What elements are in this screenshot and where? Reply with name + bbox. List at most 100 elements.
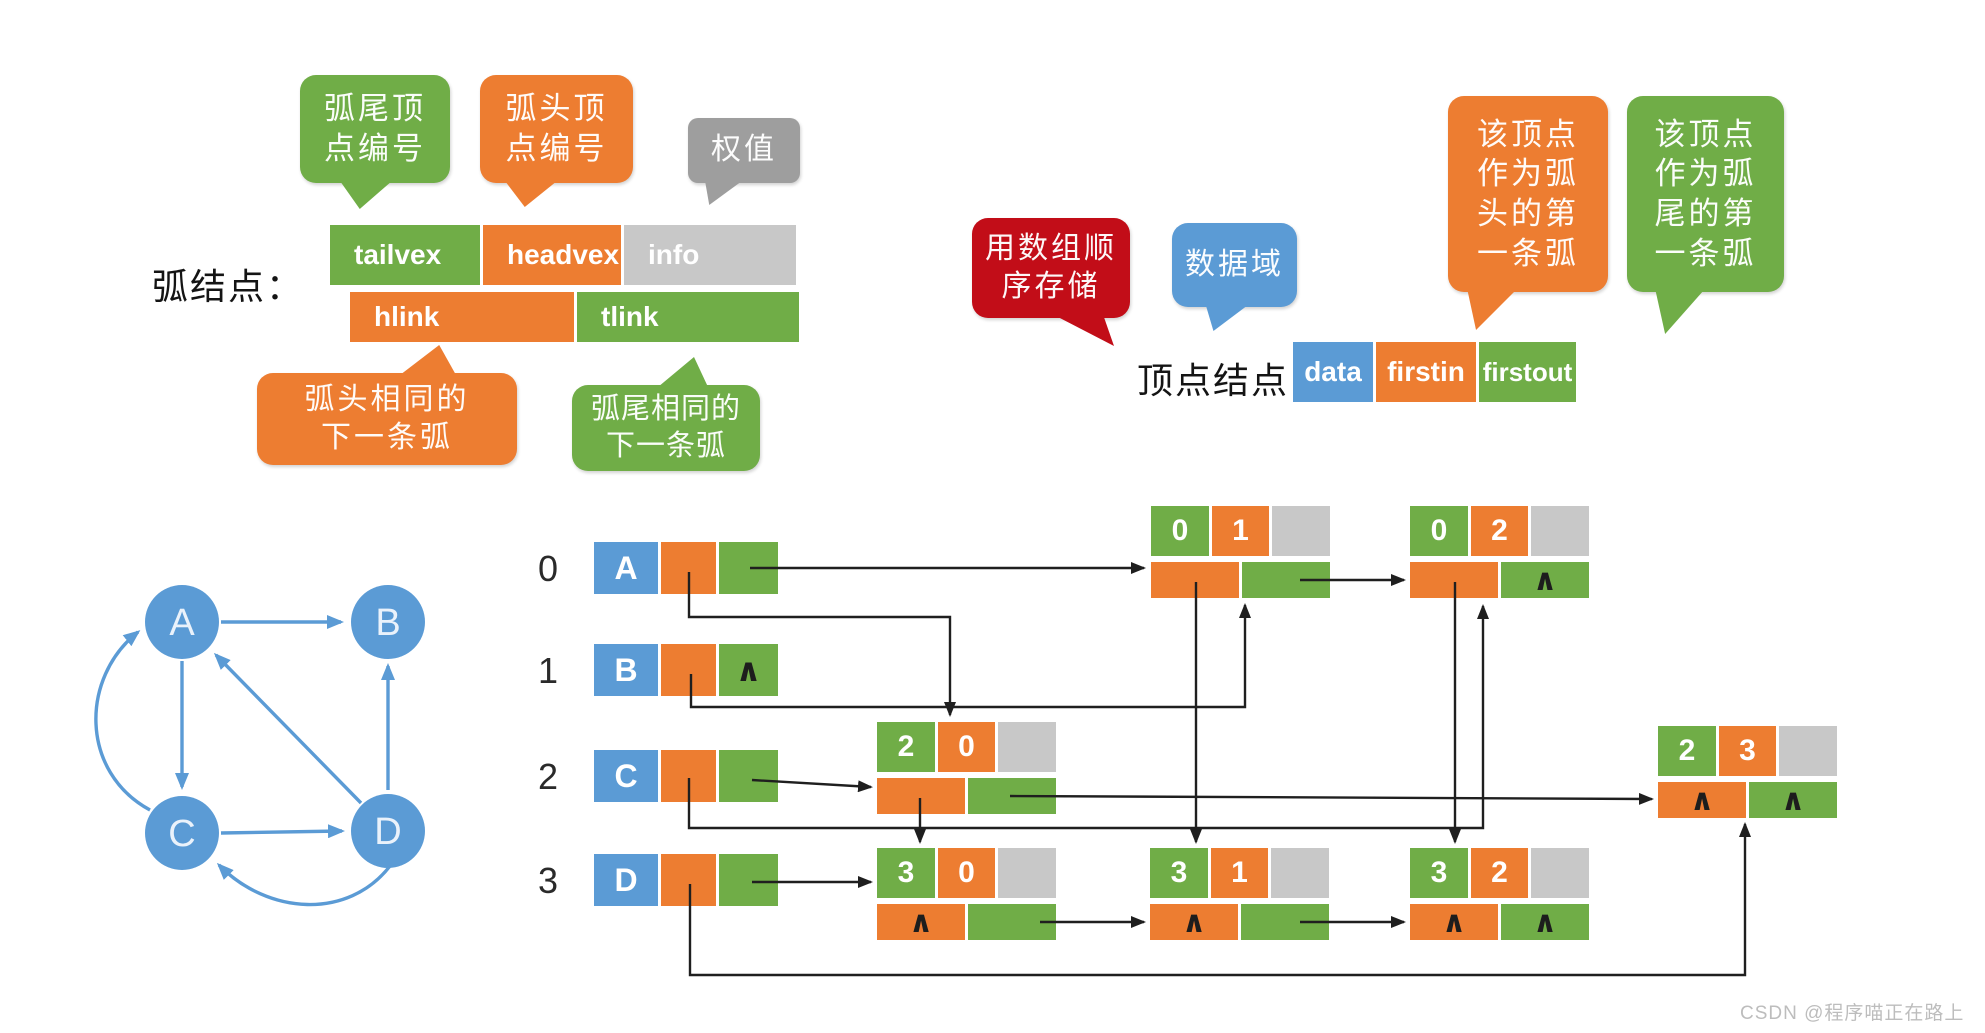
hlink-field: hlink <box>350 292 574 342</box>
edge-C-D <box>220 824 345 839</box>
hlink-cell <box>1410 562 1498 598</box>
arc-node-2-3: 2 3 ∧ ∧ <box>1658 726 1837 818</box>
vertex-row-A: A <box>594 542 778 594</box>
bubble-arc-head-vertex-tail <box>505 181 557 207</box>
bubble-arc-tail-vertex: 弧尾顶 点编号 <box>300 75 450 183</box>
graph-node-B <box>351 585 425 659</box>
info-cell <box>1272 506 1330 556</box>
edge-D-C <box>216 862 392 907</box>
bubble-data-note: 数据域 <box>1172 223 1297 307</box>
hlink-cell: ∧ <box>877 904 965 940</box>
vertex-firstin-cell <box>661 542 716 594</box>
hlink-cell: ∧ <box>1658 782 1746 818</box>
edge-C-A <box>94 630 151 812</box>
graph-node-D <box>351 794 425 868</box>
vertex-firstout-cell: ∧ <box>719 644 778 696</box>
tlink-cell <box>968 904 1056 940</box>
tlink-cell: ∧ <box>1501 562 1589 598</box>
graph-node-B-label: B <box>375 602 400 644</box>
vertex-firstout-cell <box>719 854 778 906</box>
info-cell <box>998 848 1056 898</box>
graph-node-D-label: D <box>374 811 401 853</box>
arc-struct-row1: tailvex headvex info <box>330 225 796 285</box>
bubble-hlink-note-tail <box>400 345 456 375</box>
tlink-cell: ∧ <box>1749 782 1837 818</box>
bubble-weight: 权值 <box>688 118 800 183</box>
headvex-cell: 2 <box>1471 506 1528 556</box>
vertex-struct-row: data firstin firstout <box>1293 342 1576 402</box>
bubble-storage-note-tail <box>1056 316 1114 346</box>
bubble-firstout-note: 该顶点 作为弧 尾的第 一条弧 <box>1627 96 1784 292</box>
graph-node-A <box>145 585 219 659</box>
vertex-data-cell: B <box>594 644 658 696</box>
bubble-weight-tail <box>705 181 742 205</box>
arc-node-3-1: 3 1 ∧ <box>1150 848 1329 940</box>
bubble-firstin-note: 该顶点 作为弧 头的第 一条弧 <box>1448 96 1608 292</box>
headvex-cell: 3 <box>1719 726 1776 776</box>
hlink-cell <box>1151 562 1239 598</box>
tlink-cell <box>1241 904 1329 940</box>
bubble-arc-tail-vertex-tail <box>340 181 392 209</box>
info-cell <box>1779 726 1837 776</box>
vertex-row-C: C <box>594 750 778 802</box>
vertex-data-cell: C <box>594 750 658 802</box>
hlink-cell: ∧ <box>1150 904 1238 940</box>
edge-D-A <box>213 652 363 805</box>
info-cell <box>1271 848 1329 898</box>
info-cell <box>1531 848 1589 898</box>
bubble-arc-head-vertex: 弧头顶 点编号 <box>480 75 633 183</box>
info-field: info <box>624 225 796 285</box>
tailvex-cell: 3 <box>1410 848 1468 898</box>
tailvex-cell: 0 <box>1151 506 1209 556</box>
tailvex-cell: 3 <box>1150 848 1208 898</box>
arc-struct-row2: hlink tlink <box>350 292 799 342</box>
bubble-hlink-note: 弧头相同的 下一条弧 <box>257 373 517 465</box>
bubble-tlink-note-tail <box>658 357 708 387</box>
vertex-firstout-cell <box>719 750 778 802</box>
vertex-firstin-cell <box>661 854 716 906</box>
graph-node-A-label: A <box>169 602 195 644</box>
tlink-field: tlink <box>577 292 799 342</box>
hlink-cell: ∧ <box>1410 904 1498 940</box>
vertex-row-B: B ∧ <box>594 644 778 696</box>
bubble-firstin-note-tail <box>1467 290 1516 330</box>
tailvex-cell: 2 <box>877 722 935 772</box>
firstin-field: firstin <box>1376 342 1476 402</box>
vertex-data-cell: D <box>594 854 658 906</box>
arc-node-2-0: 2 0 <box>877 722 1056 814</box>
headvex-field: headvex <box>483 225 621 285</box>
info-cell <box>1531 506 1589 556</box>
vertex-index-0: 0 <box>537 548 559 589</box>
vertex-firstout-cell <box>719 542 778 594</box>
tailvex-cell: 2 <box>1658 726 1716 776</box>
bubble-tlink-note: 弧尾相同的 下一条弧 <box>572 385 760 471</box>
graph-nodes: A B C D <box>145 585 425 870</box>
tlink-cell <box>1242 562 1330 598</box>
arrow-tlink-20-23 <box>1009 792 1654 805</box>
graph-node-C-label: C <box>168 813 195 855</box>
watermark: CSDN @程序喵正在路上 <box>1740 1003 1965 1024</box>
bubble-storage-note: 用数组顺 序存储 <box>972 218 1130 318</box>
arc-node-3-0: 3 0 ∧ <box>877 848 1056 940</box>
arc-node-3-2: 3 2 ∧ ∧ <box>1410 848 1589 940</box>
vertex-index-3: 3 <box>537 860 559 901</box>
headvex-cell: 2 <box>1471 848 1528 898</box>
vertex-index-1: 1 <box>537 650 559 691</box>
info-cell <box>998 722 1056 772</box>
firstout-field: firstout <box>1479 342 1576 402</box>
headvex-cell: 1 <box>1211 848 1268 898</box>
arc-node-0-1: 0 1 <box>1151 506 1330 598</box>
vertex-firstin-cell <box>661 644 716 696</box>
directed-graph <box>94 615 395 907</box>
data-field: data <box>1293 342 1373 402</box>
vertex-data-cell: A <box>594 542 658 594</box>
headvex-cell: 1 <box>1212 506 1269 556</box>
tailvex-field: tailvex <box>330 225 480 285</box>
graph-node-C <box>145 796 219 870</box>
bubble-firstout-note-tail <box>1655 290 1704 334</box>
vertex-firstin-cell <box>661 750 716 802</box>
bubble-data-note-tail <box>1205 305 1248 331</box>
headvex-cell: 0 <box>938 722 995 772</box>
tailvex-cell: 0 <box>1410 506 1468 556</box>
